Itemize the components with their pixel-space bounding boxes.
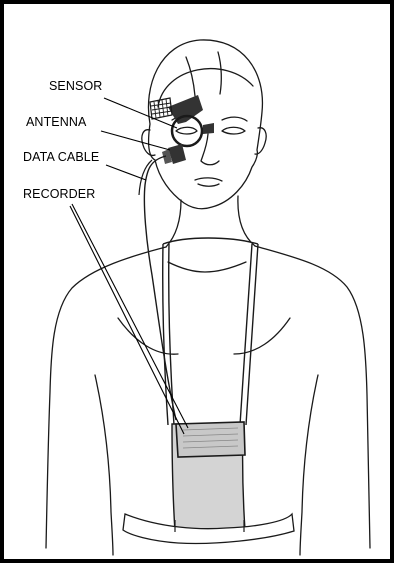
nose bbox=[201, 134, 219, 165]
strap-neck bbox=[163, 238, 258, 244]
right-eyebrow bbox=[222, 117, 247, 121]
torso-right-side bbox=[300, 375, 318, 555]
recorder-leader-line-2 bbox=[72, 204, 188, 428]
antenna-label: ANTENNA bbox=[26, 116, 86, 129]
sensor-device bbox=[150, 95, 214, 164]
left-shoulder-arm bbox=[46, 247, 166, 548]
sensor-label: SENSOR bbox=[49, 80, 102, 93]
recorder-label: RECORDER bbox=[23, 188, 95, 201]
clavicles bbox=[168, 262, 246, 272]
mouth bbox=[195, 178, 222, 186]
head-outline bbox=[148, 40, 262, 209]
hair-lines bbox=[186, 52, 221, 96]
data-cable-behind-ear bbox=[139, 160, 152, 195]
strap-right bbox=[240, 244, 258, 425]
recorder-leader-line bbox=[70, 206, 184, 434]
left-eye bbox=[176, 127, 197, 134]
torso-left-side bbox=[95, 375, 113, 555]
right-shoulder-arm bbox=[255, 246, 370, 548]
data-cable-leader-line bbox=[106, 165, 146, 180]
chest-right bbox=[234, 318, 290, 354]
neck-right bbox=[238, 196, 255, 246]
right-eye bbox=[222, 127, 245, 134]
data-cable-label: DATA CABLE bbox=[23, 151, 99, 164]
recorder-device bbox=[176, 422, 245, 457]
sensor-connector bbox=[203, 123, 214, 134]
antenna-leader-line bbox=[101, 131, 170, 150]
hairline bbox=[158, 69, 253, 107]
